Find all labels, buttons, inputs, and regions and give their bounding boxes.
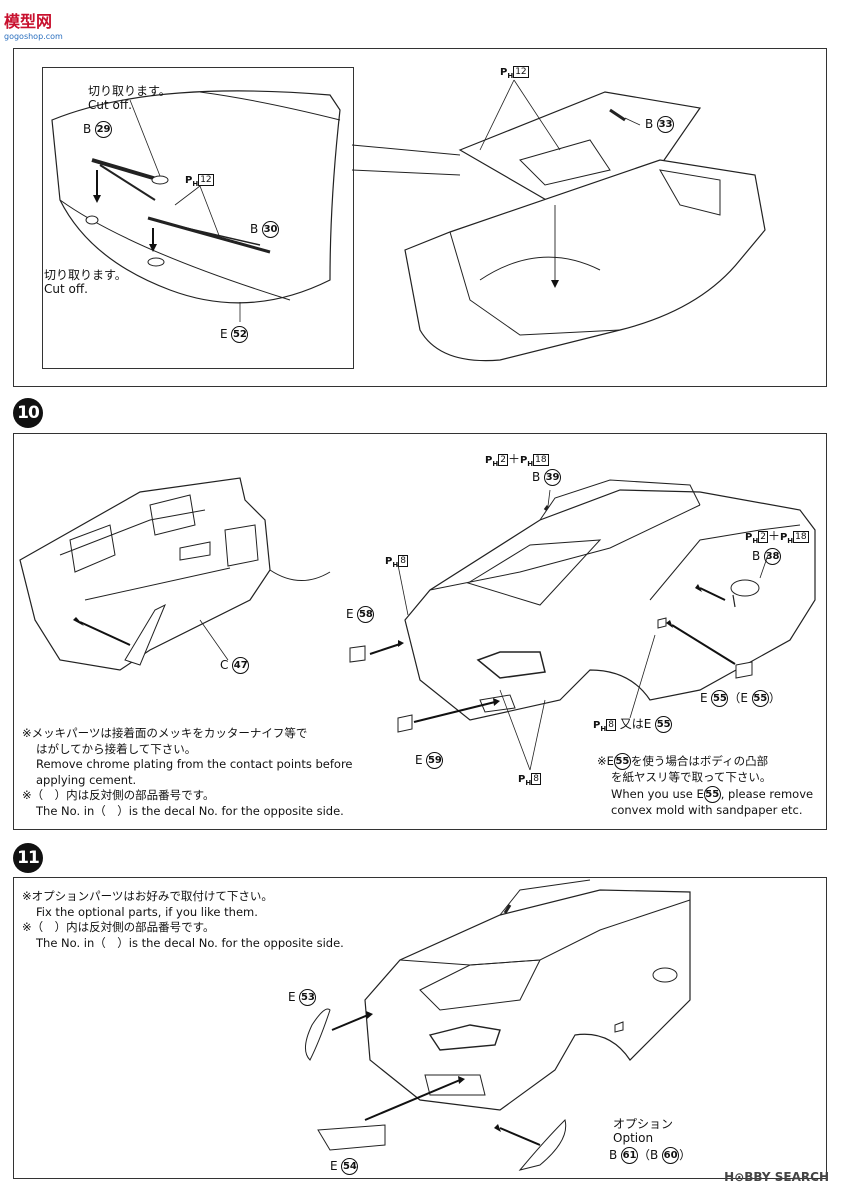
part-b39-label: B 39 bbox=[532, 469, 562, 486]
part-e59-label: E 59 bbox=[415, 752, 444, 769]
chrome-plating-note: ※メッキパーツは接着面のメッキをカッターナイフ等で はがしてから接着して下さい。… bbox=[22, 726, 353, 818]
step-10-drawing bbox=[19, 477, 816, 771]
hobby-search-watermark: H⊙BBY SEARCH bbox=[724, 1170, 829, 1184]
option-label: オプション Option bbox=[613, 1117, 674, 1145]
part-b33-label: B 33 bbox=[645, 116, 675, 133]
part-e54-label: E 54 bbox=[330, 1158, 359, 1175]
optional-parts-note: ※オプションパーツはお好みで取付けて下さい。 Fix the optional … bbox=[22, 889, 344, 950]
part-b61-b60-label: B 61（B 60） bbox=[609, 1147, 692, 1164]
step-number-11: 11 bbox=[13, 843, 43, 873]
part-c47-label: C 47 bbox=[220, 657, 250, 674]
part-e55-label: E 55（E 55） bbox=[700, 690, 781, 707]
step-number-10: 10 bbox=[13, 398, 43, 428]
site-logo: 模型网 gogoshop.com bbox=[4, 12, 63, 41]
cut-off-label-2: 切り取ります。 Cut off. bbox=[44, 268, 127, 296]
part-b38-label: B 38 bbox=[752, 548, 782, 565]
part-e52-label: E 52 bbox=[220, 326, 249, 343]
part-e53-label: E 53 bbox=[288, 989, 317, 1006]
part-b29-label: B 29 bbox=[83, 121, 113, 138]
panel-step-11 bbox=[13, 877, 827, 1179]
part-b30-label: B 30 bbox=[250, 221, 280, 238]
cut-off-label-1: 切り取ります。 Cut off. bbox=[88, 84, 171, 112]
part-e58-label: E 58 bbox=[346, 606, 375, 623]
wiper-detail-drawing bbox=[51, 79, 766, 362]
